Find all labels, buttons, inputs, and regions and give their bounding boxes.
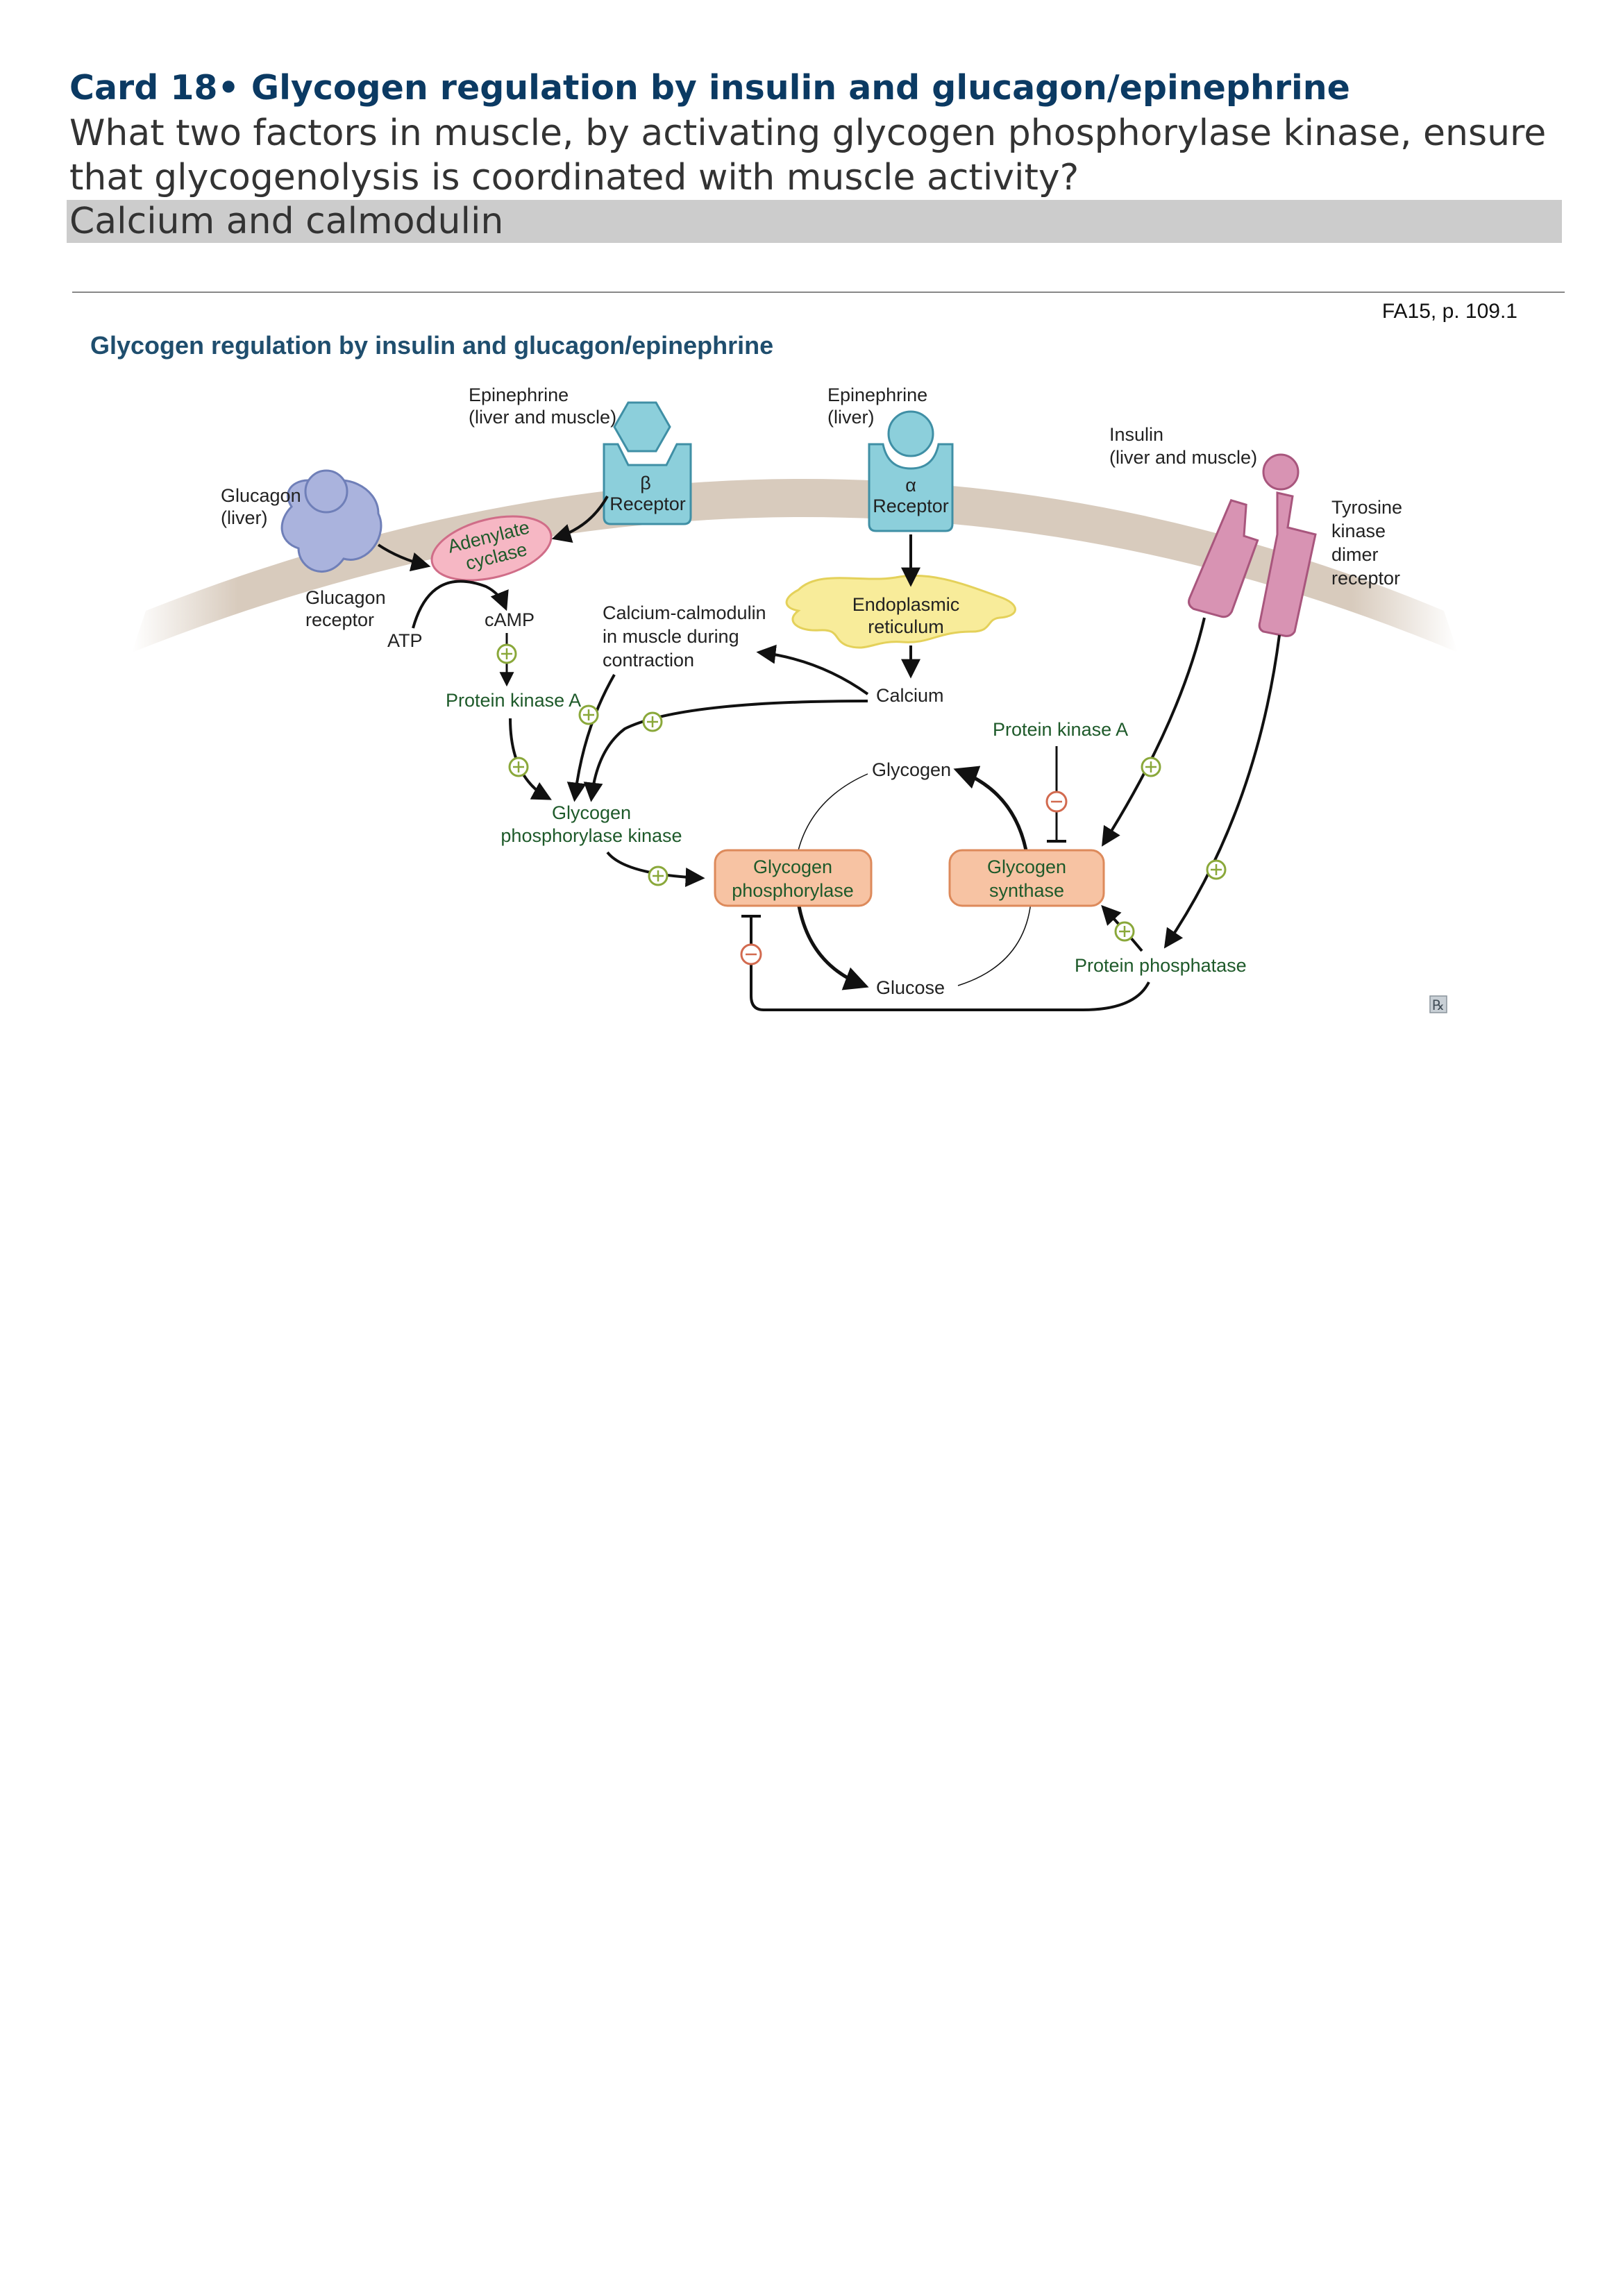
alpha-receptor-icon [868, 443, 954, 532]
epinephrine-beta-label-2: (liver and muscle) [469, 407, 616, 428]
glucagon-receptor-label-1: Glucagon [305, 587, 386, 608]
beta-receptor-icon [603, 443, 692, 525]
tyrosine-label-2: kinase [1331, 521, 1386, 541]
glucagon-receptor-label-2: receptor [305, 609, 374, 630]
beta-symbol: β [640, 473, 651, 493]
arrow-calcium-to-ca-calmodulin [756, 644, 869, 695]
gp-label-2: phosphorylase [732, 880, 854, 901]
adenylate-cyclase-icon [430, 515, 553, 582]
glucagon-icon [304, 469, 348, 514]
arrow-glucagon-to-adenylate [377, 543, 431, 572]
tyrosine-label-1: Tyrosine [1331, 497, 1402, 518]
tyrosine-kinase-receptor-left-icon [1188, 498, 1259, 618]
glucagon-label-2: (liver) [221, 507, 268, 528]
card-title: Card 18• Glycogen regulation by insulin … [69, 68, 1350, 108]
tyrosine-kinase-receptor-right-icon [1258, 491, 1317, 637]
gpk-label-2: phosphorylase kinase [501, 825, 682, 846]
camp-label: cAMP [485, 609, 535, 630]
beta-receptor-label: Receptor [609, 493, 686, 514]
alpha-symbol: α [905, 475, 916, 496]
glucose-label: Glucose [876, 977, 945, 998]
question-text: What two factors in muscle, by activatin… [69, 112, 1547, 199]
arrow-gpk-to-gp [606, 851, 705, 887]
glycogen-phosphorylase-box [714, 849, 873, 907]
er-label-1: Endoplasmic [852, 594, 960, 615]
tyrosine-label-4: receptor [1331, 568, 1400, 589]
rx-logo-icon [1429, 995, 1447, 1013]
calcium-label: Calcium [876, 685, 944, 706]
arrow-atp-to-camp [412, 580, 509, 629]
insulin-label-2: (liver and muscle) [1109, 447, 1257, 468]
tyrosine-label-3: dimer [1331, 544, 1379, 565]
ca-calmodulin-label-1: Calcium-calmodulin [603, 602, 766, 623]
inhibit-phosphatase-to-gp [750, 916, 1150, 1011]
insulin-icon [1262, 453, 1300, 491]
arrow-insulin-to-gs [1102, 617, 1206, 847]
ca-calmodulin-label-3: contraction [603, 650, 694, 670]
epinephrine-hexagon-icon [613, 401, 671, 453]
cell-membrane [132, 479, 1458, 652]
arrow-insulin-to-phosphatase [1163, 634, 1281, 949]
gpk-label-1: Glycogen [552, 802, 631, 823]
rx-logo-text: ℞ [1432, 998, 1445, 1013]
glycogen-regulation-diagram: Glycogen regulation by insulin and gluca… [90, 331, 1458, 1013]
arc-glycogen-to-gp [798, 773, 868, 851]
gs-label-1: Glycogen [987, 856, 1066, 877]
protein-phosphatase-label: Protein phosphatase [1075, 955, 1247, 976]
glucagon-receptor-icon [280, 469, 382, 573]
arrow-calcium-to-gpk [583, 700, 868, 802]
epinephrine-alpha-label-2: (liver) [827, 407, 875, 428]
gs-label-2: synthase [989, 880, 1064, 901]
atp-label: ATP [387, 630, 423, 651]
figure-title: Glycogen regulation by insulin and gluca… [90, 331, 773, 360]
epinephrine-circle-icon [887, 410, 934, 457]
epinephrine-alpha-label-1: Epinephrine [827, 385, 927, 405]
gp-label-1: Glycogen [753, 856, 832, 877]
er-label-2: reticulum [868, 616, 944, 637]
alpha-receptor-label: Receptor [873, 496, 949, 516]
arrow-beta-to-adenylate [551, 496, 609, 543]
answer-text: Calcium and calmodulin [67, 200, 1562, 243]
reference-text: FA15, p. 109.1 [1381, 300, 1517, 323]
glycogen-synthase-box [948, 849, 1105, 907]
glycogen-label: Glycogen [872, 759, 951, 780]
insulin-label-1: Insulin [1109, 424, 1163, 445]
pka-left-label: Protein kinase A [446, 690, 581, 711]
arc-glucose-to-gs [957, 902, 1032, 986]
arrow-gs-to-glycogen [953, 766, 1028, 851]
ca-calmodulin-label-2: in muscle during [603, 626, 739, 647]
pka-right-label: Protein kinase A [993, 719, 1128, 740]
glucagon-label-1: Glucagon [221, 485, 301, 506]
arrow-gp-to-glucose [796, 902, 869, 990]
arrow-ca-calmodulin-to-gpk [566, 674, 616, 802]
divider [72, 292, 1565, 293]
epinephrine-beta-label-1: Epinephrine [469, 385, 569, 405]
